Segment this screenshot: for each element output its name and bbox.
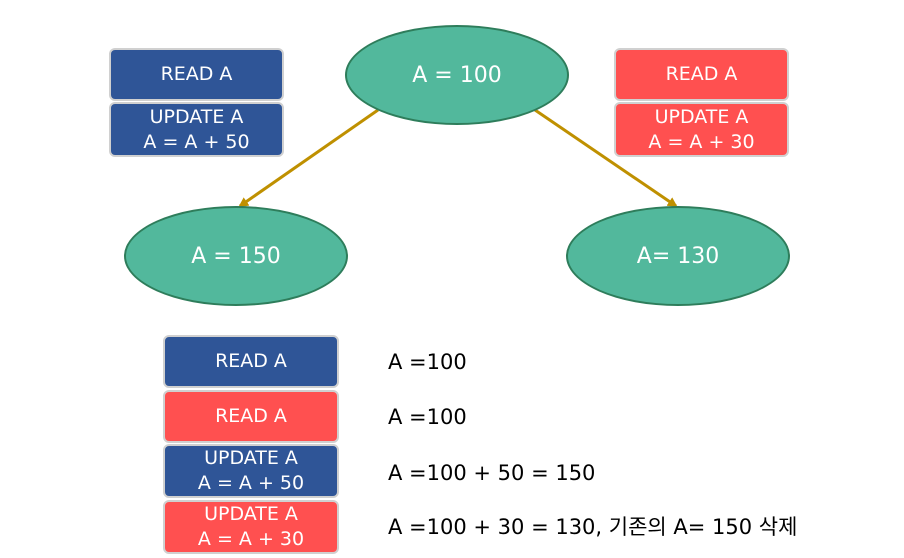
left-tx-update-line2: A = A + 50 (143, 130, 250, 153)
left-tx-read-label: READ A (160, 63, 233, 85)
timeline-step-4-note: A =100 + 30 = 130, 기존의 A= 150 삭제 (388, 515, 798, 539)
root-node-label: A = 100 (412, 62, 502, 88)
right-tx-update-line1: UPDATE A (654, 105, 749, 128)
left-tx-read-box: READ A (109, 48, 284, 101)
left-child-node-label: A = 150 (191, 243, 281, 269)
timeline-step-3-box: UPDATE A A = A + 50 (163, 444, 339, 498)
timeline-step-3-line1: UPDATE A (204, 447, 298, 469)
left-tx-update-box: UPDATE A A = A + 50 (109, 102, 284, 157)
right-tx-read-label: READ A (665, 63, 738, 85)
timeline-step-3-line2: A = A + 50 (197, 472, 305, 494)
right-tx-update-line2: A = A + 30 (648, 130, 755, 153)
right-tx-read-box: READ A (614, 48, 789, 101)
timeline-step-4-box: UPDATE A A = A + 30 (163, 500, 339, 554)
root-node: A = 100 (345, 25, 569, 125)
timeline-step-2-label: READ A (215, 405, 287, 427)
right-child-node-label: A= 130 (636, 243, 720, 269)
timeline-step-4-line2: A = A + 30 (197, 528, 305, 550)
timeline-step-2-note: A =100 (388, 405, 467, 429)
right-tx-update-box: UPDATE A A = A + 30 (614, 102, 789, 157)
timeline-step-1-box: READ A (163, 335, 339, 388)
timeline-step-3-note: A =100 + 50 = 150 (388, 461, 596, 485)
left-tx-update-line1: UPDATE A (149, 105, 244, 128)
right-child-node: A= 130 (566, 206, 790, 306)
left-child-node: A = 150 (124, 206, 348, 306)
arrow-to-right-child (534, 108, 678, 208)
arrow-to-left-child (238, 108, 379, 208)
timeline-step-2-box: READ A (163, 390, 339, 443)
timeline-step-1-note: A =100 (388, 350, 467, 374)
timeline-step-1-label: READ A (215, 350, 287, 372)
timeline-step-4-line1: UPDATE A (204, 503, 298, 525)
